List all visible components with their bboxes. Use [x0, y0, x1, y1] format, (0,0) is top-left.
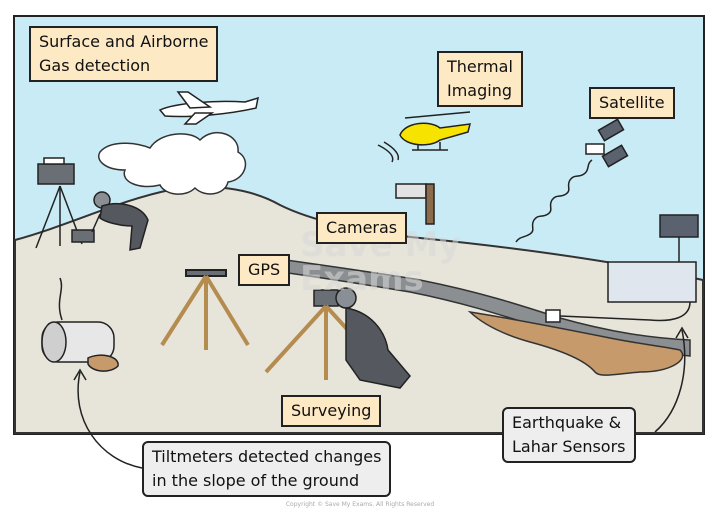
tiltmeter-pointer-head — [73, 368, 87, 381]
satellite-icon — [585, 118, 629, 168]
surveying-label: Surveying — [281, 395, 382, 427]
satellite-label: Satellite — [589, 87, 675, 119]
tiltmeter-icon — [41, 277, 119, 372]
tiltmeter-callout: Tiltmeters detected changes in the slope… — [142, 441, 392, 497]
watermark-line-2: Exams — [300, 259, 424, 299]
lahar-flow — [467, 310, 684, 376]
gas-detector-tripod-icon — [35, 157, 83, 249]
gas-detection-label: Surface and Airborne Gas detection — [29, 26, 219, 82]
surveyor-icon — [264, 287, 411, 389]
camera-pole-icon — [395, 183, 435, 225]
cameras-label: Cameras — [316, 212, 408, 244]
plane-icon — [158, 91, 259, 125]
satellite-signal — [515, 159, 593, 243]
watermark: Save My Exams — [300, 228, 461, 296]
sensor-pointer — [654, 329, 686, 433]
gas-cloud — [98, 131, 247, 195]
earthquake-lahar-sensors-callout: Earthquake & Lahar Sensors — [502, 407, 636, 463]
ground — [14, 185, 704, 434]
copyright-notice: Copyright © Save My Exams. All Rights Re… — [285, 501, 435, 508]
tiltmeter-pointer — [77, 371, 143, 469]
gps-tripod-icon — [160, 269, 250, 350]
sensor-pointer-head — [675, 326, 689, 339]
river-channel — [249, 254, 691, 357]
earthquake-sensor-station — [545, 214, 699, 323]
helicopter-icon — [377, 111, 471, 163]
thermal-imaging-label: Thermal Imaging — [437, 51, 523, 107]
scientist-with-gas-detector — [71, 191, 149, 251]
gps-label: GPS — [238, 254, 291, 286]
